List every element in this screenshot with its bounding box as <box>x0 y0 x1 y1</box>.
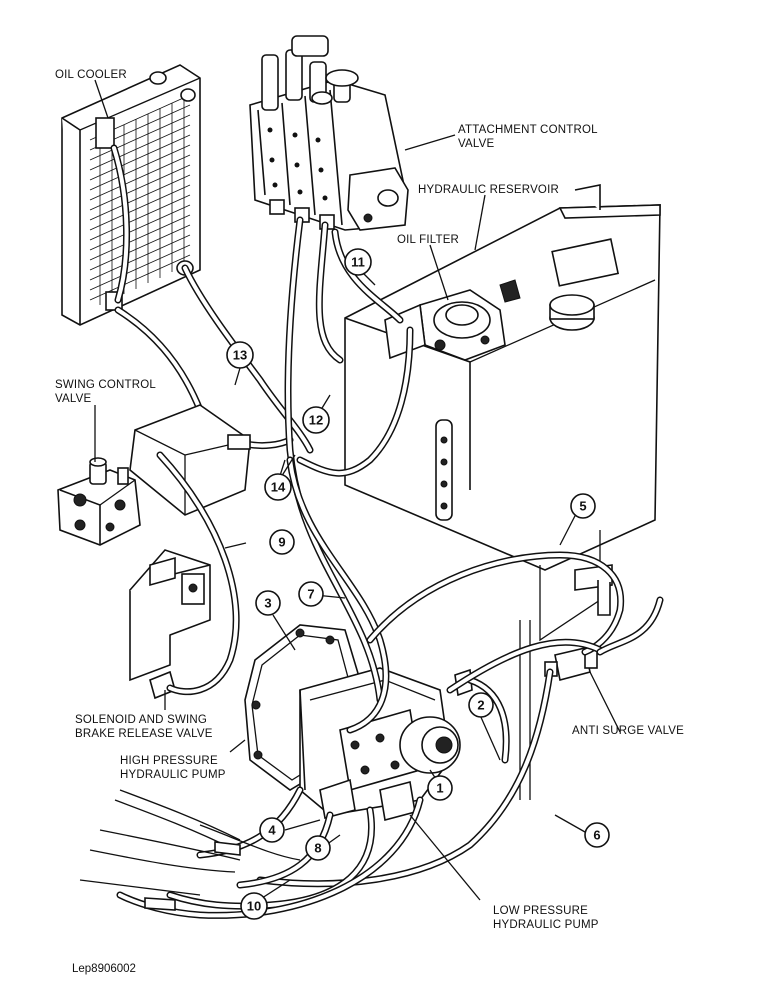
callout-11-number: 11 <box>351 255 365 270</box>
callout-3: 3 <box>255 590 281 616</box>
callout-2-number: 2 <box>477 698 484 713</box>
callout-5: 5 <box>570 493 596 519</box>
callout-4-number: 4 <box>268 823 276 838</box>
callout-5-number: 5 <box>579 499 586 514</box>
label-solenoid-valve-1: SOLENOID AND SWING <box>75 714 207 726</box>
label-high-pressure-pump-1: HIGH PRESSURE <box>120 755 218 767</box>
callout-11: 11 <box>344 248 372 276</box>
callout-1: 1 <box>427 775 453 801</box>
attachment-control-valve <box>249 35 409 231</box>
label-swing-control-valve-1: SWING CONTROL <box>55 379 156 391</box>
callout-10-number: 10 <box>247 899 261 914</box>
callout-8-number: 8 <box>314 841 321 856</box>
label-anti-surge-valve: ANTI SURGE VALVE <box>572 725 684 737</box>
callout-9: 9 <box>269 529 295 555</box>
callout-12-number: 12 <box>309 413 323 428</box>
callout-7-number: 7 <box>307 587 314 602</box>
label-oil-cooler: OIL COOLER <box>55 69 127 81</box>
hydraulic-reservoir <box>344 184 661 800</box>
callout-14-number: 14 <box>271 480 286 495</box>
callout-13-number: 13 <box>233 348 247 363</box>
callout-9-number: 9 <box>278 535 285 550</box>
callout-6-number: 6 <box>593 828 600 843</box>
anti-surge-valve <box>544 647 598 681</box>
callout-2: 2 <box>468 692 494 718</box>
swing-control-valve <box>57 457 141 546</box>
label-oil-filter: OIL FILTER <box>397 234 459 246</box>
callout-1-number: 1 <box>436 781 443 796</box>
callout-4: 4 <box>259 817 285 843</box>
label-solenoid-valve-2: BRAKE RELEASE VALVE <box>75 728 213 740</box>
callout-8: 8 <box>305 835 331 861</box>
oil-cooler <box>61 64 201 326</box>
callout-6: 6 <box>584 822 610 848</box>
label-low-pressure-pump-1: LOW PRESSURE <box>493 905 588 917</box>
callout-14: 14 <box>264 473 292 501</box>
label-swing-control-valve-2: VALVE <box>55 393 91 405</box>
label-attachment-control-valve-2: VALVE <box>458 138 494 150</box>
hoses <box>110 144 664 919</box>
label-hydraulic-reservoir: HYDRAULIC RESERVOIR <box>418 184 559 196</box>
callout-13: 13 <box>226 341 254 369</box>
label-attachment-control-valve-1: ATTACHMENT CONTROL <box>458 124 598 136</box>
label-low-pressure-pump-2: HYDRAULIC PUMP <box>493 919 599 931</box>
callout-3-number: 3 <box>264 596 271 611</box>
label-high-pressure-pump-2: HYDRAULIC PUMP <box>120 769 226 781</box>
solenoid-swing-brake-release-valve <box>129 549 211 700</box>
callout-12: 12 <box>302 406 330 434</box>
callout-10: 10 <box>240 892 268 920</box>
drawing-code: Lep8906002 <box>72 963 136 975</box>
cable-bundle <box>79 789 301 911</box>
callout-7: 7 <box>298 581 324 607</box>
high-pressure-hydraulic-pump <box>244 624 473 821</box>
